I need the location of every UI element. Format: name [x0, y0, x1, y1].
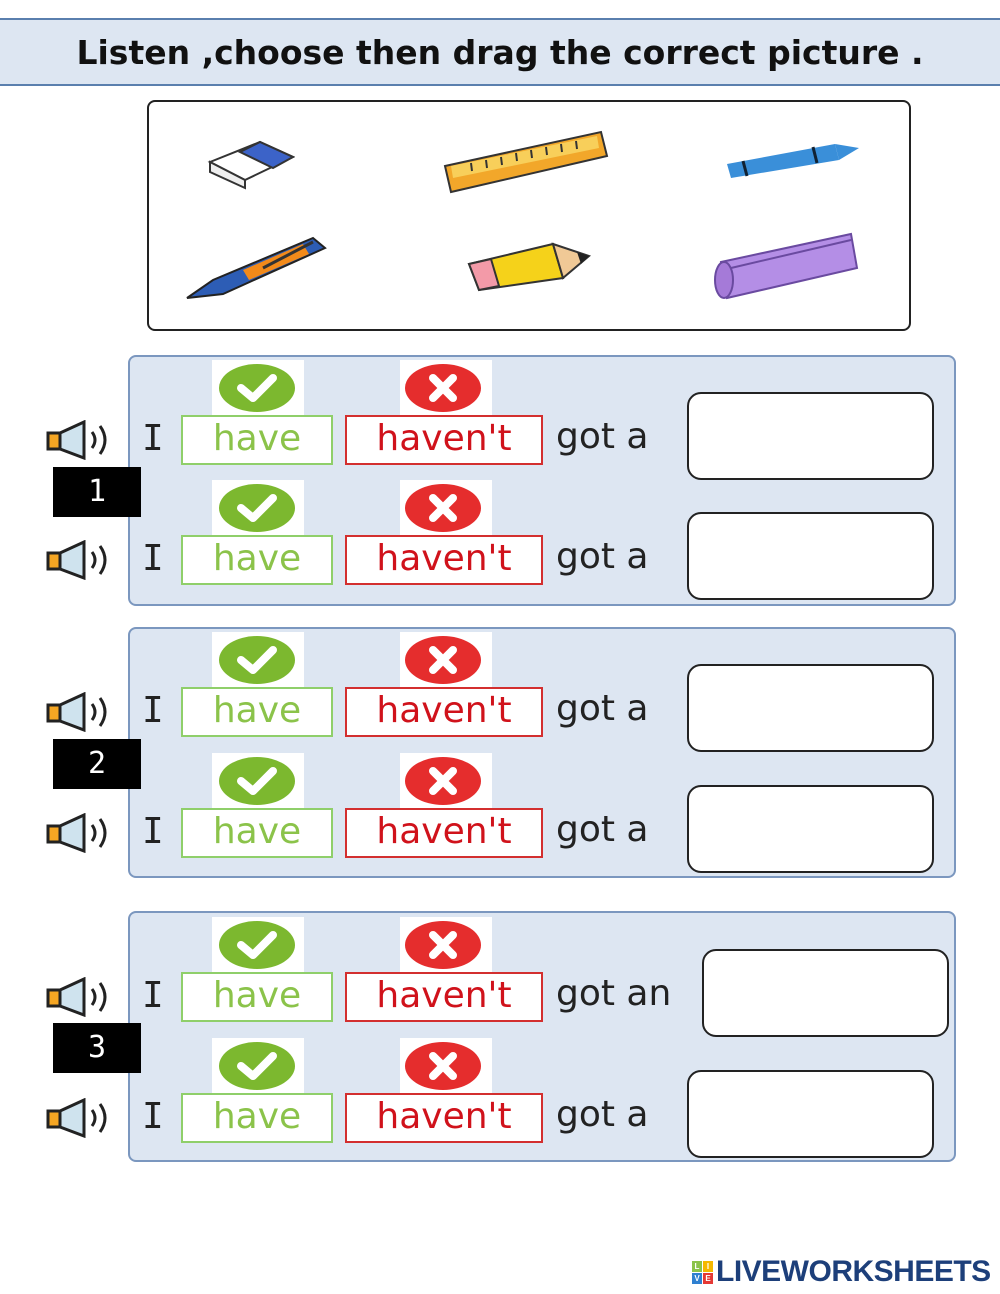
got-text: got a — [556, 536, 649, 577]
ruler-picture[interactable] — [441, 126, 611, 196]
instruction-title: Listen ,choose then drag the correct pic… — [76, 32, 924, 72]
speaker-icon[interactable] — [46, 691, 118, 733]
subject-text: I — [142, 811, 164, 852]
subject-text: I — [142, 1096, 164, 1137]
have-option[interactable]: have — [181, 1093, 333, 1143]
havent-option[interactable]: haven't — [345, 972, 543, 1022]
havent-option[interactable]: haven't — [345, 1093, 543, 1143]
cross-icon — [403, 635, 483, 685]
havent-option[interactable]: haven't — [345, 535, 543, 585]
cross-icon — [403, 363, 483, 413]
have-option[interactable]: have — [181, 972, 333, 1022]
got-text: got a — [556, 809, 649, 850]
sentence-row: I have haven't got a — [0, 480, 1000, 610]
answer-drop-box[interactable] — [687, 664, 934, 752]
sentence-row: I have haven't got a — [0, 360, 1000, 490]
got-text: got a — [556, 688, 649, 729]
crayon-picture[interactable] — [723, 138, 863, 182]
answer-drop-box[interactable] — [687, 785, 934, 873]
speaker-icon[interactable] — [46, 539, 118, 581]
subject-text: I — [142, 538, 164, 579]
eraser-picture[interactable] — [205, 132, 295, 192]
pencil-case-picture[interactable] — [711, 228, 863, 302]
pen-picture[interactable] — [183, 232, 333, 302]
group-number: 1 — [53, 467, 141, 517]
check-icon — [217, 1041, 297, 1091]
cross-icon — [403, 756, 483, 806]
got-text: got a — [556, 416, 649, 457]
speaker-icon[interactable] — [46, 419, 118, 461]
havent-option[interactable]: haven't — [345, 687, 543, 737]
got-text: got an — [556, 973, 672, 1014]
cross-icon — [403, 1041, 483, 1091]
check-icon — [217, 483, 297, 533]
group-number: 2 — [53, 739, 141, 789]
answer-drop-box[interactable] — [687, 392, 934, 480]
check-icon — [217, 363, 297, 413]
sentence-row: I have haven't got a — [0, 753, 1000, 883]
sentence-row: I have haven't got a — [0, 1038, 1000, 1168]
answer-drop-box[interactable] — [702, 949, 949, 1037]
group-number: 3 — [53, 1023, 141, 1073]
sentence-row: I have haven't got a — [0, 632, 1000, 762]
have-option[interactable]: have — [181, 535, 333, 585]
check-icon — [217, 920, 297, 970]
pencil-picture[interactable] — [463, 234, 593, 292]
speaker-icon[interactable] — [46, 976, 118, 1018]
cross-icon — [403, 920, 483, 970]
instruction-header: Listen ,choose then drag the correct pic… — [0, 18, 1000, 86]
answer-drop-box[interactable] — [687, 1070, 934, 1158]
sentence-row: I have haven't got an — [0, 917, 1000, 1047]
answer-drop-box[interactable] — [687, 512, 934, 600]
havent-option[interactable]: haven't — [345, 808, 543, 858]
picture-bank — [147, 100, 911, 331]
have-option[interactable]: have — [181, 415, 333, 465]
subject-text: I — [142, 418, 164, 459]
logo-text: LIVEWORKSHEETS — [716, 1255, 991, 1288]
subject-text: I — [142, 690, 164, 731]
check-icon — [217, 756, 297, 806]
have-option[interactable]: have — [181, 687, 333, 737]
got-text: got a — [556, 1094, 649, 1135]
cross-icon — [403, 483, 483, 533]
speaker-icon[interactable] — [46, 1097, 118, 1139]
subject-text: I — [142, 975, 164, 1016]
check-icon — [217, 635, 297, 685]
have-option[interactable]: have — [181, 808, 333, 858]
havent-option[interactable]: haven't — [345, 415, 543, 465]
speaker-icon[interactable] — [46, 812, 118, 854]
